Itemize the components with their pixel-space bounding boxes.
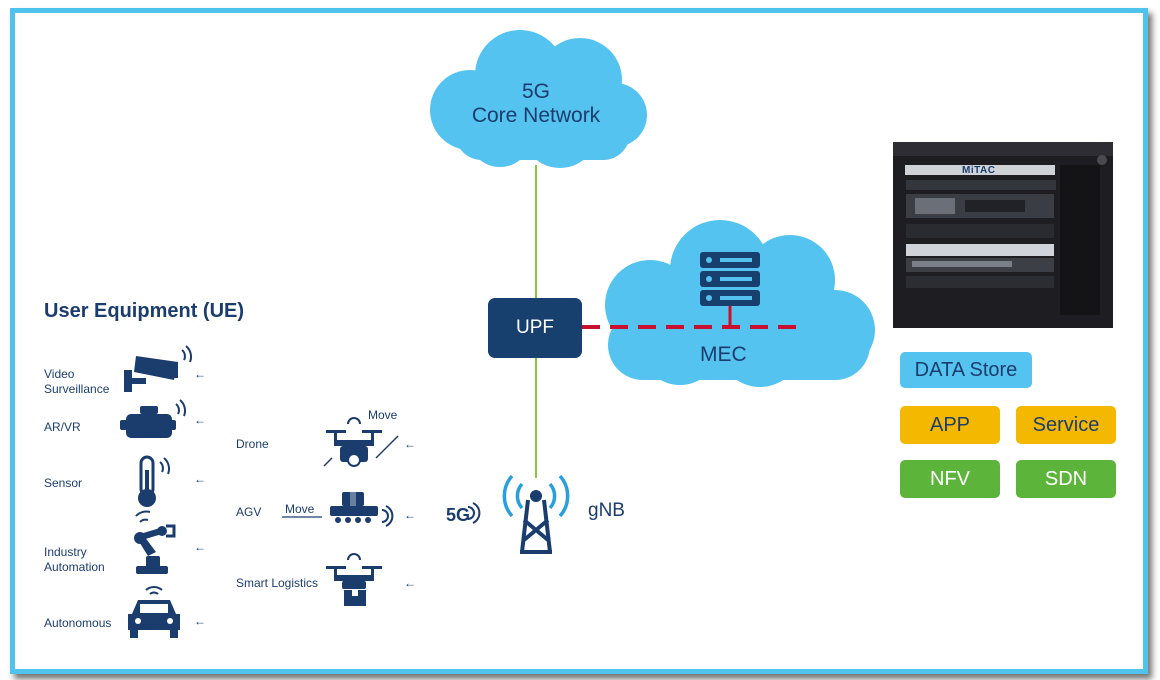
ue-arrow: ← [194,472,206,486]
car-icon [128,586,180,638]
ue-item-video-surveillance: Video Surveillance [44,367,109,397]
camera-icon [124,345,193,392]
gnb-tower-icon [502,474,570,554]
mec-label: MEC [700,343,747,366]
service-tag: Service [1016,406,1116,444]
app-tag: APP [900,406,1000,444]
ue-item-label-line2: Automation [44,560,105,574]
ue-item-industry-automation: Industry Automation [44,545,105,575]
thermometer-icon [138,455,171,507]
upf-label: UPF [516,317,554,338]
core-network-cloud [430,30,647,168]
server-rack-image [893,142,1113,328]
core-network-label-line1: 5G [521,80,550,103]
drone-label: Drone [236,437,269,451]
smart-logistics-label: Smart Logistics [236,576,319,590]
sdn-tag: SDN [1016,460,1116,498]
ue-arrow: ← [194,540,206,554]
ue-item-label-line1: AR/VR [44,420,81,434]
ue-item-autonomous: Autonomous [44,616,111,631]
fiveg-label: 5G [446,505,471,525]
agv-label: AGV [236,505,262,519]
ue-item-ar-vr: AR/VR [44,420,81,435]
delivery-drone-icon [326,553,382,606]
agv-move-label: Move [285,502,315,516]
ue-arrow: ← [194,367,206,381]
nfv-tag: NFV [900,460,1000,498]
mobile-arrow: ← [404,576,416,590]
ue-arrow: ← [194,614,206,628]
upf-node: UPF [488,298,582,358]
fiveg-signal-icon [467,502,481,524]
mec-cloud [605,220,875,387]
core-network-label-line2: Core Network [471,104,601,127]
ue-item-sensor: Sensor [44,476,82,491]
mobile-arrow: ← [404,508,416,522]
core-network-label: 5G Core Network [448,80,624,128]
ue-item-label-line1: Sensor [44,476,83,490]
ue-item-label-line1: Autonomous [44,616,112,630]
ue-item-label-line1: Industry [44,545,87,559]
ue-item-label-line1: Video [44,367,75,381]
drone-move-label: Move [368,408,398,422]
robot-arm-icon [134,510,176,574]
mobile-arrow: ← [404,437,416,451]
server-icon [700,252,760,327]
gnb-label: gNB [588,500,625,521]
data-store-tag: DATA Store [900,352,1032,388]
ue-item-label-line2: Surveillance [44,382,110,396]
vr-headset-icon [120,399,187,438]
ue-arrow: ← [194,413,206,427]
agv-icon [282,492,394,527]
ue-title: User Equipment (UE) [44,300,245,322]
drone-icon [323,417,399,467]
rack-brand-logo: MiTAC [962,165,996,176]
